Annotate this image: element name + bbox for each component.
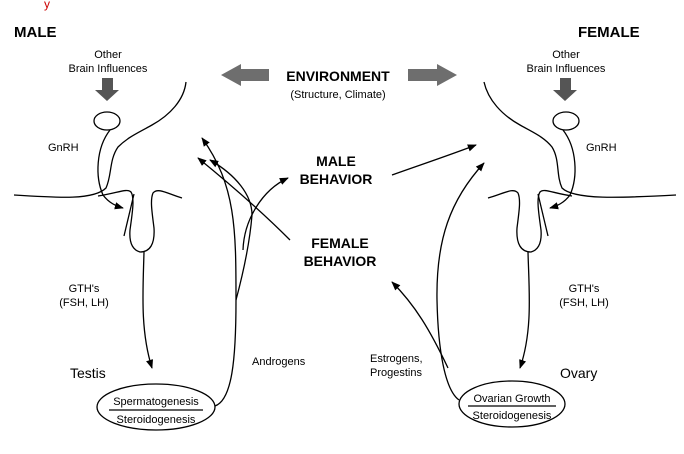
estrogens-to-female-behavior-arrow xyxy=(391,281,449,369)
female-hypothalamus-oval xyxy=(552,111,580,131)
female-influence-down-arrow xyxy=(553,78,577,101)
testis-oval xyxy=(96,383,216,431)
environment-title: ENVIRONMENT xyxy=(286,68,390,84)
male-gnrh-label: GnRH xyxy=(48,142,79,154)
female-other-influences-line2: Brain Influences xyxy=(527,63,606,75)
androgens-to-brain-arrow-outer xyxy=(201,137,237,407)
male-influence-down-arrow xyxy=(95,78,119,101)
male-title: MALE xyxy=(14,24,57,41)
male-brain-outline xyxy=(13,81,187,253)
male-gth-arrow xyxy=(142,251,154,369)
ovary-label: Ovary xyxy=(560,365,597,381)
male-process-bottom: Steroidogenesis xyxy=(117,414,196,426)
male-gnrh-pathway xyxy=(97,129,124,210)
female-gnrh-pathway xyxy=(549,129,576,210)
female-hormones-line2: Progestins xyxy=(370,367,422,379)
female-title: FEMALE xyxy=(578,24,640,41)
corner-mark: y xyxy=(44,0,50,11)
male-behavior-line2: BEHAVIOR xyxy=(300,171,373,187)
environment-double-arrow xyxy=(221,64,457,86)
female-hormones-line1: Estrogens, xyxy=(370,353,423,365)
testis-label: Testis xyxy=(70,365,106,381)
female-gth-arrow xyxy=(519,251,530,369)
female-other-influences-line1: Other xyxy=(552,49,580,61)
estrogens-to-brain-arrow xyxy=(436,162,485,401)
female-brain-outline xyxy=(483,81,677,253)
male-hypothalamus-oval xyxy=(93,111,121,131)
female-behavior-to-male-brain-arrow xyxy=(197,157,291,241)
male-pituitary-divider xyxy=(123,193,135,237)
female-process-bottom: Steroidogenesis xyxy=(473,410,552,422)
male-other-influences-line2: Brain Influences xyxy=(69,63,148,75)
female-behavior-line1: FEMALE xyxy=(311,235,369,251)
male-other-influences-line1: Other xyxy=(94,49,122,61)
male-gth-line1: GTH's xyxy=(69,283,100,295)
female-behavior-line2: BEHAVIOR xyxy=(304,253,377,269)
female-pituitary-divider xyxy=(537,193,549,237)
female-gnrh-label: GnRH xyxy=(586,142,617,154)
female-gth-line1: GTH's xyxy=(569,283,600,295)
male-behavior-to-female-brain-arrow xyxy=(391,144,477,176)
female-process-top: Ovarian Growth xyxy=(473,393,550,405)
male-gth-line2: (FSH, LH) xyxy=(59,297,109,309)
environment-subtitle: (Structure, Climate) xyxy=(290,89,385,101)
androgens-label: Androgens xyxy=(252,356,306,368)
male-process-top: Spermatogenesis xyxy=(113,396,199,408)
ovary-oval xyxy=(458,380,566,428)
female-gth-line2: (FSH, LH) xyxy=(559,297,609,309)
male-behavior-line1: MALE xyxy=(316,153,356,169)
